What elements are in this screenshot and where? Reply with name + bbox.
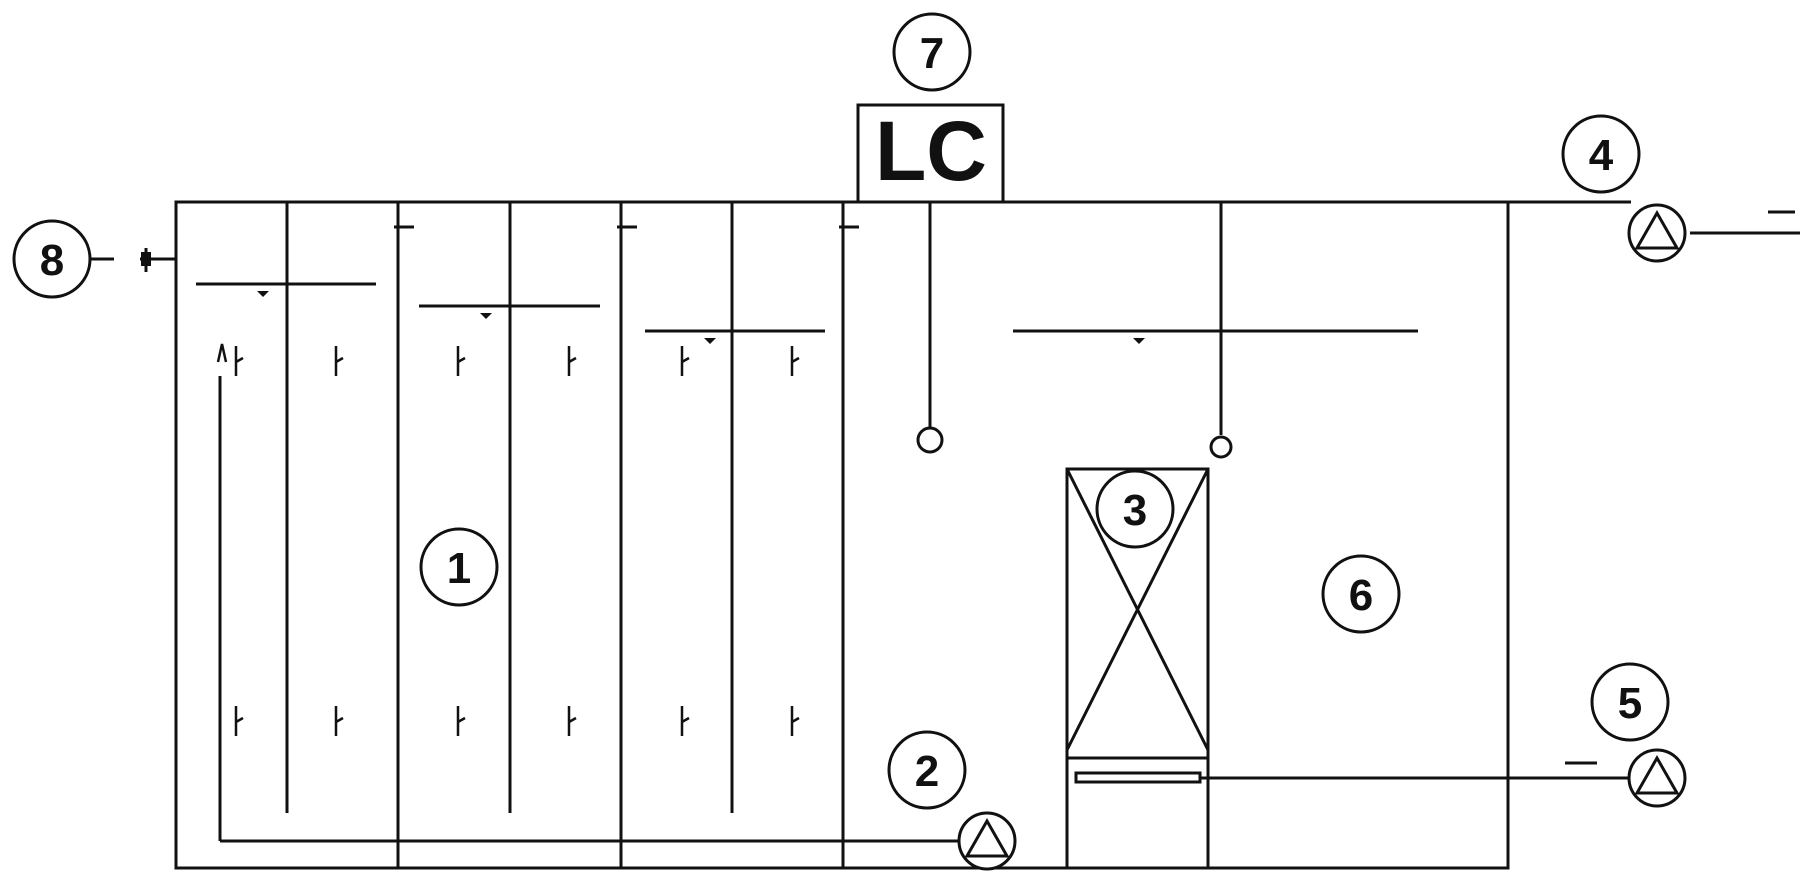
water-level-marker	[1013, 329, 1418, 344]
outlet-pipe	[1209, 200, 1800, 459]
callout-inlet-valve: 8	[12, 219, 92, 299]
callout-membrane-module: 3	[1095, 469, 1175, 549]
recirculation-pipe	[216, 343, 962, 843]
svg-text:4: 4	[1589, 131, 1614, 180]
svg-text:8: 8	[40, 236, 64, 285]
water-level-marker	[196, 282, 376, 297]
water-level-marker	[645, 329, 825, 344]
level-controller: LC	[856, 103, 1005, 454]
pump-icon	[1627, 203, 1687, 263]
pump-icon	[957, 811, 1017, 871]
svg-text:5: 5	[1618, 679, 1642, 728]
inlet-line	[88, 248, 176, 272]
sludge-pipe	[1200, 761, 1631, 780]
pump-icon	[1627, 748, 1687, 808]
water-level-marker	[419, 304, 600, 319]
callout-sludge-pump: 5	[1590, 662, 1670, 742]
svg-text:6: 6	[1349, 571, 1373, 620]
callout-first-stage-basin: 1	[419, 527, 499, 607]
callout-outlet-pump: 4	[1561, 114, 1641, 194]
svg-text:7: 7	[920, 29, 944, 78]
controller-text: LC	[875, 104, 987, 198]
flow-direction-marks	[234, 346, 800, 736]
svg-text:2: 2	[915, 747, 939, 796]
callout-lift-pump: 2	[887, 730, 967, 810]
callout-level-controller: 7	[892, 12, 972, 92]
svg-text:3: 3	[1123, 486, 1147, 535]
svg-text:1: 1	[447, 544, 471, 593]
callout-second-stage-basin: 6	[1321, 554, 1401, 634]
